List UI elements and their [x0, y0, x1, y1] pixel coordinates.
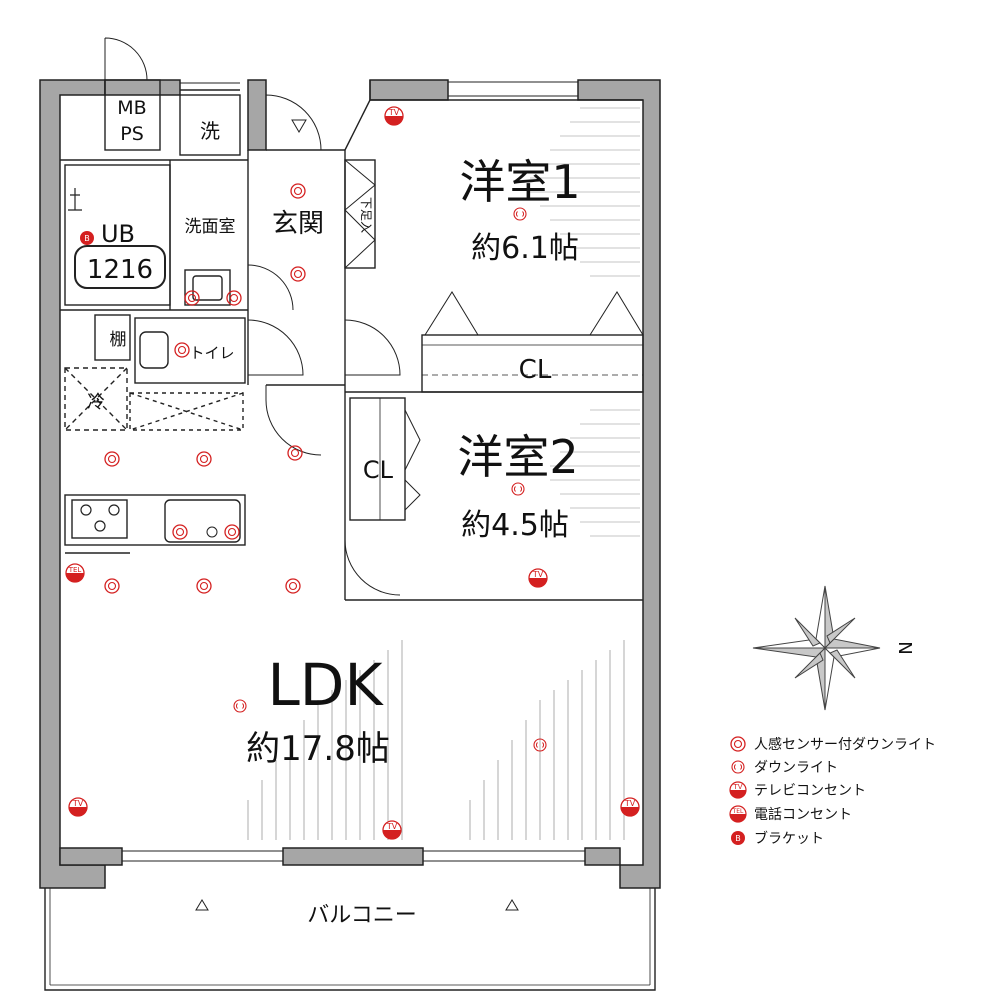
wall-bottom-right	[584, 847, 621, 866]
room2-name: 洋室2	[457, 430, 578, 484]
wall-right	[577, 79, 661, 889]
room1-name: 洋室1	[459, 155, 580, 209]
bracket-light: B	[80, 231, 94, 245]
wall-top-room1	[369, 79, 449, 101]
svg-text:B: B	[735, 834, 741, 843]
legend-item-bracket: B ブラケット	[731, 830, 824, 847]
balcony-marker-right-icon	[505, 899, 519, 911]
legend: 人感センサー付ダウンライト ダウンライト TV テレビコンセント TEL 電話コ…	[729, 736, 936, 847]
svg-text:B: B	[84, 234, 90, 243]
legend-item-sensor: 人感センサー付ダウンライト	[730, 736, 936, 753]
svg-text:TV: TV	[72, 799, 84, 808]
wall-left	[39, 79, 106, 889]
tv-outlet-ldk-bottom: TV	[382, 820, 402, 840]
svg-text:人感センサー付ダウンライト: 人感センサー付ダウンライト	[754, 736, 936, 753]
room-labels: MB PS 洗 UB 1216 洗面室 玄関 下足入 棚 トイレ 冷 洋室1 約…	[87, 97, 581, 928]
room2-size: 約4.5帖	[461, 508, 569, 543]
tv-outlet-room1: TV	[384, 106, 404, 126]
entrance-label: 玄関	[272, 209, 324, 239]
svg-text:テレビコンセント: テレビコンセント	[754, 783, 866, 799]
tel-outlet: TEL	[65, 563, 85, 583]
wall-pillar-entrance	[247, 79, 267, 151]
svg-text:TV: TV	[532, 570, 544, 579]
floor-hatch	[247, 640, 625, 840]
room1-size: 約6.1帖	[471, 231, 579, 266]
walls	[39, 79, 661, 889]
tv-outlet-room2: TV	[528, 568, 548, 588]
ldk-name: LDK	[267, 651, 384, 719]
svg-text:TV: TV	[732, 783, 742, 791]
tv-outlets: TV TV TV TV TV	[68, 106, 640, 840]
sink-drain-icon	[206, 526, 218, 538]
svg-text:TEL: TEL	[732, 808, 744, 815]
svg-text:TV: TV	[388, 108, 400, 117]
svg-text:TV: TV	[624, 799, 636, 808]
tv-outlet-ldk-left: TV	[68, 797, 88, 817]
room-hatch	[530, 107, 640, 537]
legend-item-downlight: ダウンライト	[731, 760, 838, 776]
fridge-label: 冷	[87, 392, 105, 413]
wash-machine-label: 洗	[200, 119, 220, 143]
svg-text:TEL: TEL	[68, 566, 82, 574]
svg-text:ダウンライト: ダウンライト	[754, 760, 838, 776]
mbps-label-1: MB	[117, 97, 146, 119]
shoe-box-label: 下足入	[359, 197, 373, 233]
svg-text:ブラケット: ブラケット	[754, 830, 824, 847]
legend-item-tv: TV テレビコンセント	[729, 781, 866, 799]
balcony-marker-left-icon	[195, 899, 209, 911]
shelf-label: 棚	[110, 330, 127, 350]
ub-label: UB	[101, 220, 135, 248]
svg-text:電話コンセント: 電話コンセント	[754, 806, 852, 823]
wall-top-left	[104, 79, 181, 96]
entrance-arrow-icon	[291, 119, 307, 133]
compass-north-label: N	[894, 641, 915, 654]
wall-bottom-left	[59, 847, 123, 866]
tv-outlet-ldk-right: TV	[620, 797, 640, 817]
toilet-label: トイレ	[189, 344, 234, 362]
interior-lines	[44, 37, 656, 991]
legend-item-tel: TEL 電話コンセント	[729, 805, 852, 823]
faucet-icon	[68, 188, 82, 211]
washroom-label: 洗面室	[185, 217, 236, 237]
wall-bottom-mid	[282, 847, 424, 866]
cl-small-label: CL	[363, 456, 394, 484]
compass-icon: N	[752, 585, 915, 711]
ub-size-label: 1216	[87, 255, 153, 285]
svg-text:TV: TV	[386, 822, 398, 831]
ldk-size: 約17.8帖	[246, 729, 390, 769]
balcony-label: バルコニー	[307, 903, 417, 928]
stove-icon	[80, 504, 120, 532]
mbps-label-2: PS	[120, 123, 144, 145]
cl-large-label: CL	[519, 355, 552, 385]
